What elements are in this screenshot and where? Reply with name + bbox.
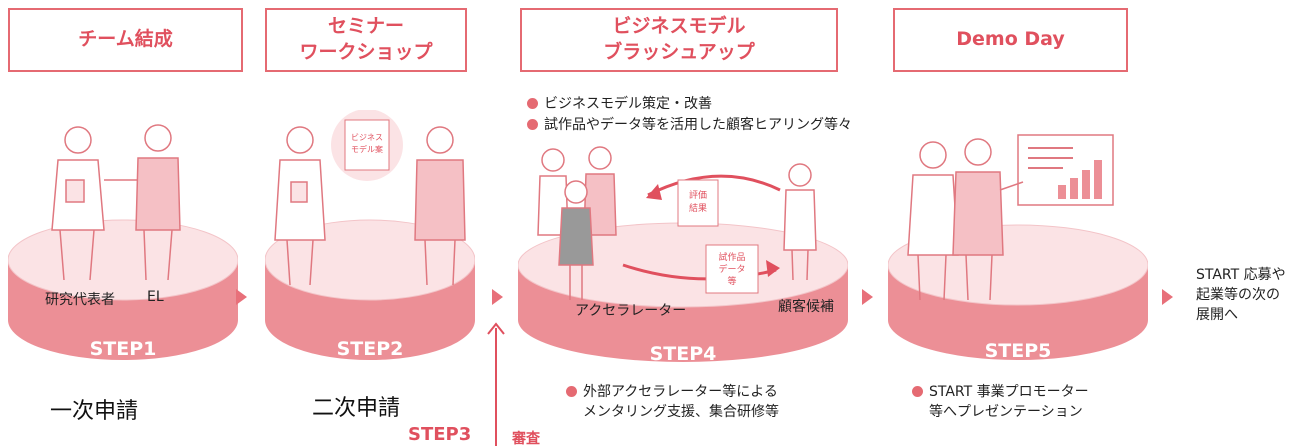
el-figure	[104, 124, 181, 281]
chart-board-icon	[1017, 134, 1114, 206]
accelerator-group	[537, 146, 617, 300]
arrow-1-2	[236, 289, 247, 305]
step1-label: STEP1	[90, 338, 157, 360]
bullet-dot	[527, 98, 538, 109]
step4-bottom-bullet: 外部アクセラレーター等によるメンタリング支援、集合研修等	[566, 382, 779, 422]
customer-label: 顧客候補	[778, 299, 834, 315]
step1-title-box: チーム結成	[8, 8, 243, 72]
doc-label-line1: ビジネス	[351, 133, 383, 142]
step4-bullet-1: ビジネスモデル策定・改善	[527, 94, 712, 114]
step1-title: チーム結成	[78, 28, 173, 51]
step1-stage: STEP1	[8, 124, 238, 360]
step3-label: STEP3	[408, 424, 472, 445]
step2-title-line2: ワークショップ	[299, 41, 433, 63]
step4-title-line1: ビジネスモデル	[612, 15, 746, 38]
presenter-figure	[414, 126, 466, 286]
bullet-dot	[566, 386, 577, 397]
attendee-figure	[274, 126, 326, 286]
step4-title-box: ビジネスモデルブラッシュアップ	[520, 8, 838, 72]
proto-line3: 等	[727, 275, 736, 287]
el-label: EL	[147, 289, 164, 305]
step5-title-box: Demo Day	[893, 8, 1128, 72]
next-stage-text: START 応募や起業等の次の展開へ	[1196, 267, 1286, 323]
step4-label: STEP4	[650, 343, 717, 365]
feedback-arrow	[647, 174, 781, 197]
step5-stage: STEP5	[888, 134, 1148, 362]
accelerator-label: アクセラレーター	[575, 303, 687, 319]
step4-bullet-2: 試作品やデータ等を活用した顧客ヒアリング等々	[527, 115, 852, 135]
step3-up-arrow	[487, 322, 505, 446]
arrow-4-5	[862, 289, 873, 305]
step3-note: 審査	[512, 431, 540, 447]
step5-label: STEP5	[985, 340, 1052, 362]
doc-label-line2: モデル案	[351, 144, 383, 154]
arrow-5-next	[1162, 289, 1173, 305]
customer-figure	[783, 163, 817, 281]
eval-line2: 結果	[689, 202, 707, 214]
step5-title: Demo Day	[956, 28, 1065, 51]
researcher-figure	[51, 126, 105, 281]
step5-bottom-bullet: START 事業プロモーター等へプレゼンテーション	[912, 382, 1089, 422]
step4-stage: STEP4 評価 結果 試作品 データ 等	[518, 146, 848, 365]
step2-stage: STEP2 ビジネス モデル案	[265, 110, 475, 360]
demo-figures	[907, 138, 1024, 301]
step2-label: STEP2	[337, 338, 404, 360]
step2-title-line1: セミナー	[327, 15, 404, 38]
bullet-dot	[912, 386, 923, 397]
bullet-dot	[527, 119, 538, 130]
researcher-label: 研究代表者	[45, 292, 115, 308]
first-application: 一次申請	[50, 399, 139, 424]
proto-line2: データ	[718, 263, 745, 275]
second-application: 二次申請	[312, 396, 401, 421]
eval-line1: 評価	[689, 189, 707, 201]
arrow-2-4	[492, 289, 503, 305]
step2-title-box: セミナーワークショップ	[265, 8, 467, 72]
step4-title-line2: ブラッシュアップ	[603, 41, 755, 63]
proto-line1: 試作品	[718, 251, 745, 263]
